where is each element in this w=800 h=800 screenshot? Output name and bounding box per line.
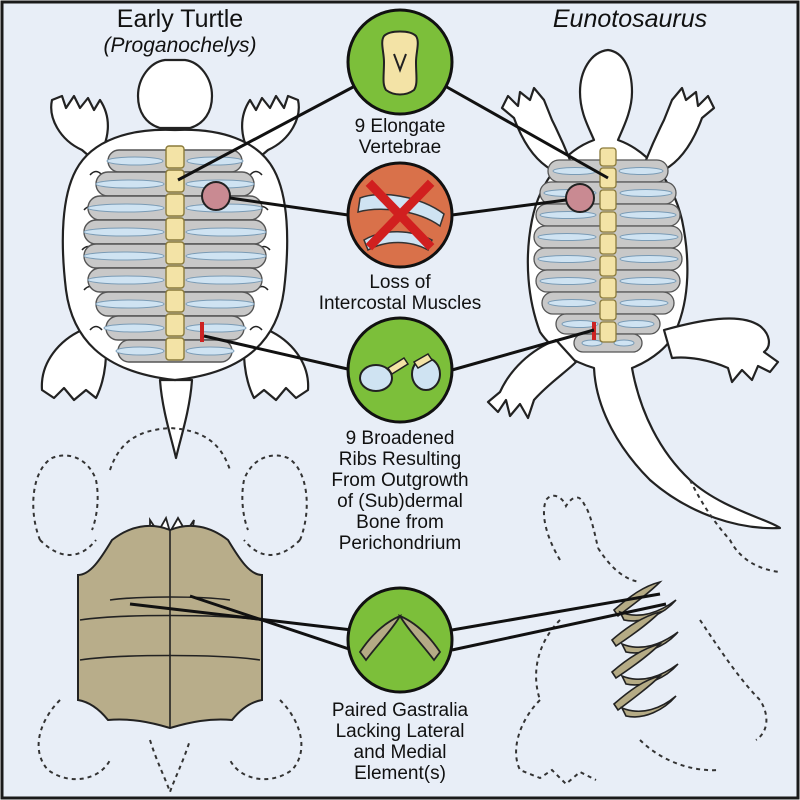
turtle-head [136, 58, 214, 130]
eunotosaurus-title: Eunotosaurus [552, 5, 708, 33]
trait-label-intercostal: Loss of Intercostal Muscles [318, 272, 482, 314]
eunotosaurus-ventral-outline [515, 479, 781, 786]
turtle-ribs [83, 149, 267, 363]
trait-label-ribs: 9 Broadened Ribs Resulting From Outgrowt… [331, 428, 469, 554]
turtle-tail [158, 378, 194, 460]
turtle-front-right-limb [241, 94, 300, 164]
turtle-rib-marker [200, 322, 204, 342]
eunotosaurus-intercostal-marker [565, 183, 595, 213]
eunotosaurus-front-right-limb [644, 86, 716, 172]
turtle-front-left-limb [50, 94, 109, 164]
trait-label-vertebrae: 9 Elongate Vertebrae [354, 116, 446, 158]
trait-label-gastralia: Paired Gastralia Lacking Lateral and Med… [331, 700, 469, 784]
rib-cross-section-icon [346, 316, 454, 424]
turtle-vertebral-column [165, 145, 185, 361]
eunotosaurus-hind-left-limb [486, 338, 578, 420]
early-turtle-title: Early Turtle [116, 5, 244, 33]
eunotosaurus-hind-right-limb [662, 317, 780, 384]
crossed-muscle-icon [346, 161, 454, 269]
gastralia-icon [346, 586, 454, 694]
eunotosaurus-vertebral-column [599, 147, 617, 343]
early-turtle-subtitle: (Proganochelys) [103, 34, 257, 57]
turtle-plastron-sutures [79, 530, 261, 728]
vertebra-icon [346, 8, 454, 116]
connector-lines [129, 84, 667, 652]
eunotosaurus-front-left-limb [500, 86, 572, 172]
turtle-ventral-outline [32, 426, 308, 796]
turtle-intercostal-marker [201, 181, 231, 211]
eunotosaurus-gastralia [610, 580, 679, 718]
